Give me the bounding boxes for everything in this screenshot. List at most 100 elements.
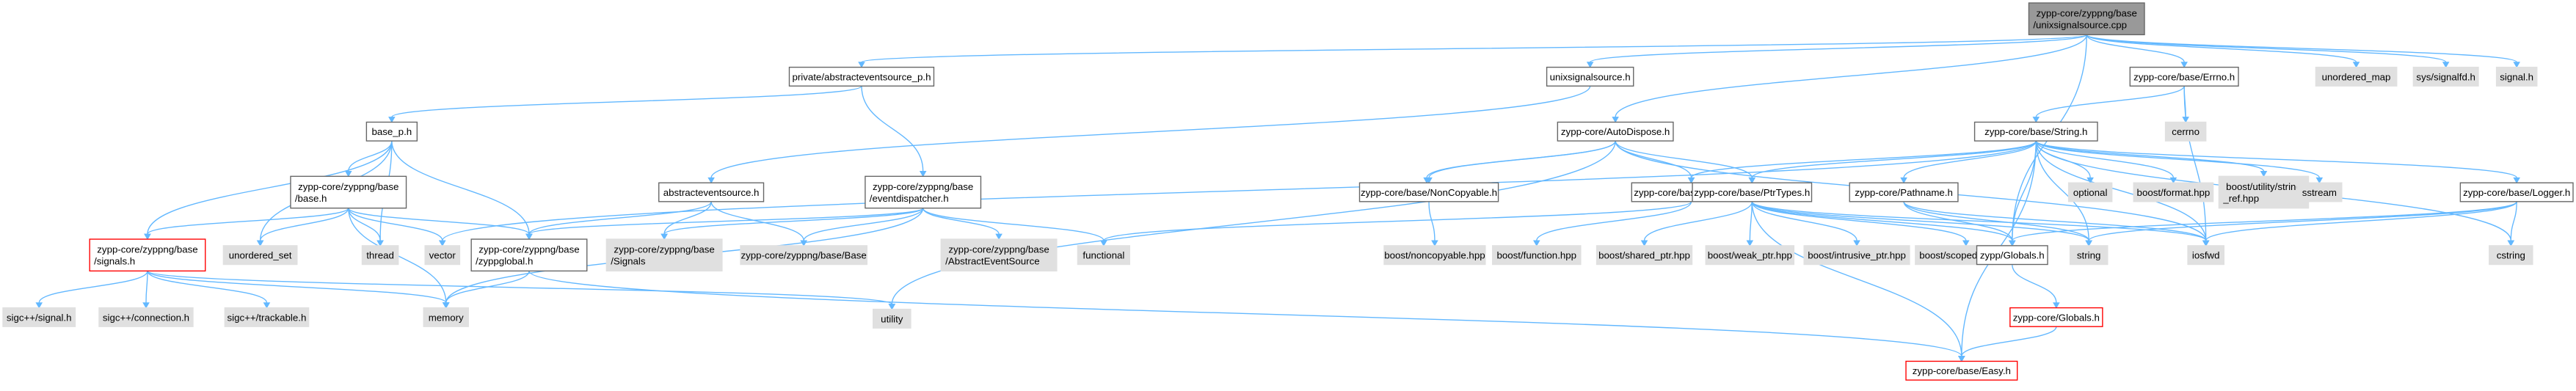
node-zypp-globals[interactable]: zypp/Globals.h [1976, 245, 2048, 266]
node-label-line: boost/function.hpp [1497, 250, 1577, 261]
node-cerrno: cerrno [2164, 121, 2207, 142]
node-label-line: zypp-core/base/PtrTypes.h [1694, 187, 1810, 198]
node-label-line: zypp-core/zyppng/base [948, 244, 1049, 255]
node-box[interactable] [89, 238, 206, 272]
node-evdisp[interactable]: zypp-core/zyppng/base/eventdispatcher.h [865, 175, 982, 209]
node-pathname[interactable]: zypp-core/Pathname.h [1849, 182, 1959, 202]
edge-logger-to-iosfwd [2202, 201, 2517, 246]
edge-arrowhead [1900, 177, 1907, 184]
edge-line [663, 201, 712, 235]
node-label-line: zypp-core/zyppng/base [614, 244, 714, 255]
edge-arrowhead [376, 240, 384, 246]
edge-arrowhead [2315, 177, 2324, 184]
node-unixsig-h[interactable]: unixsignalsource.h [1546, 66, 1634, 87]
node-string-h[interactable]: zypp-core/base/String.h [1973, 121, 2098, 142]
edge-line [1751, 201, 1858, 241]
node-base-p[interactable]: base_p.h [365, 121, 418, 142]
edge-line [348, 208, 530, 235]
node-box[interactable] [1358, 182, 1499, 202]
node-base-h[interactable]: zypp-core/zyppng/base/base.h [290, 175, 407, 209]
node-box[interactable] [365, 121, 418, 142]
edge-line [922, 208, 1105, 241]
node-label-line: private/abstracteventsource_p.h [792, 71, 931, 82]
node-label-line: zypp-core/base/Logger.h [2463, 187, 2570, 198]
node-box[interactable] [1557, 121, 1674, 142]
node-box[interactable] [1973, 121, 2098, 142]
edge-line [348, 208, 443, 241]
node-errno-h[interactable]: zypp-core/base/Errno.h [2129, 66, 2239, 87]
edge-signals_h-to-utility [147, 270, 896, 310]
node-label-line: zypp-core/base/Errno.h [2133, 71, 2235, 82]
edge-arrowhead [1746, 240, 1754, 246]
node-label-line: /Signals [611, 256, 646, 267]
edge-zyppglobal-to-easy_h [528, 271, 1965, 362]
edge-arrowhead [995, 233, 1003, 241]
node-box[interactable] [1692, 182, 1813, 202]
node-label-line: sigc++/signal.h [7, 312, 72, 323]
edge-string_h-to-vector [438, 140, 2037, 246]
node-boost-intrusive: boost/intrusive_ptr.hpp [1803, 245, 1910, 266]
node-box[interactable] [2459, 182, 2574, 202]
edge-base_h-to-thread [348, 208, 384, 246]
edge-autodispose-to-noncopyable_h [1425, 140, 1616, 184]
edge-line [528, 271, 1962, 357]
node-box [2495, 66, 2538, 87]
edge-ptrtypes-to-iosfwd [1751, 201, 2210, 246]
edge-line [2086, 34, 2357, 63]
edge-line [710, 201, 804, 241]
node-label-line: utility [881, 313, 903, 324]
node-boost-shared: boost/shared_ptr.hpp [1596, 245, 1693, 266]
edge-string_h-to-ptrtypes [1748, 140, 2037, 184]
node-priv-aes-p[interactable]: private/abstracteventsource_p.h [788, 66, 935, 87]
edge-line [442, 140, 2037, 241]
node-noncopyable-h[interactable]: zypp-core/base/NonCopyable.h [1358, 182, 1499, 202]
node-box [740, 245, 868, 266]
node-box[interactable] [865, 175, 982, 209]
edge-line [259, 208, 349, 241]
node-label-line: /unixsignalsource.cpp [2033, 19, 2127, 30]
edge-arrowhead [1431, 240, 1438, 246]
node-signalfd: sys/signalfd.h [2412, 66, 2479, 87]
node-easy-h[interactable]: zypp-core/base/Easy.h [1905, 360, 2018, 381]
edge-arrowhead [2513, 177, 2520, 184]
edge-arrowhead [2032, 117, 2040, 123]
node-box[interactable] [2129, 66, 2239, 87]
edge-line [663, 208, 924, 235]
node-box[interactable] [788, 66, 935, 87]
node-box[interactable] [658, 182, 765, 202]
node-ptrtypes[interactable]: zypp-core/base/PtrTypes.h [1692, 182, 1813, 202]
edge-arrowhead [1748, 177, 1756, 184]
node-core-globals[interactable]: zypp-core/Globals.h [2009, 307, 2103, 327]
node-signals-h[interactable]: zypp-core/zyppng/base/signals.h [89, 238, 206, 272]
node-box[interactable] [1546, 66, 1634, 87]
node-box[interactable] [470, 238, 588, 272]
edge-line [2035, 140, 2265, 172]
node-box [2, 307, 76, 327]
node-box[interactable] [1976, 245, 2048, 266]
node-sigc-signal: sigc++/signal.h [2, 307, 76, 327]
node-box[interactable] [2028, 2, 2145, 36]
edge-arrowhead [1687, 177, 1695, 184]
node-logger[interactable]: zypp-core/base/Logger.h [2459, 182, 2574, 202]
edge-arrowhead [858, 62, 865, 68]
node-root[interactable]: zypp-core/zyppng/base/unixsignalsource.c… [2028, 2, 2145, 36]
node-box[interactable] [1849, 182, 1959, 202]
edge-line [1615, 140, 1753, 178]
edge-line [803, 208, 924, 241]
node-box[interactable] [1905, 360, 2018, 381]
edge-function_h-to-functional [1100, 201, 1692, 246]
node-label-line: boost/format.hpp [2137, 187, 2211, 198]
node-label-line: zypp-core/base/NonCopyable.h [1361, 187, 1497, 198]
node-box[interactable] [290, 175, 407, 209]
node-unordered-map: unordered_map [2315, 66, 2398, 87]
node-zyppglobal[interactable]: zypp-core/zyppng/base/zyppglobal.h [470, 238, 588, 272]
node-autodispose[interactable]: zypp-core/AutoDispose.h [1557, 121, 1674, 142]
edge-line [1536, 201, 1692, 241]
edge-arrowhead [2180, 62, 2188, 68]
edge-string_h-to-optional [2035, 141, 2094, 184]
edge-arrowhead [263, 302, 271, 309]
node-box[interactable] [2009, 307, 2103, 327]
edge-arrowhead [1640, 240, 1648, 246]
node-aes-h[interactable]: abstracteventsource.h [658, 182, 765, 202]
edge-line [2012, 264, 2057, 303]
